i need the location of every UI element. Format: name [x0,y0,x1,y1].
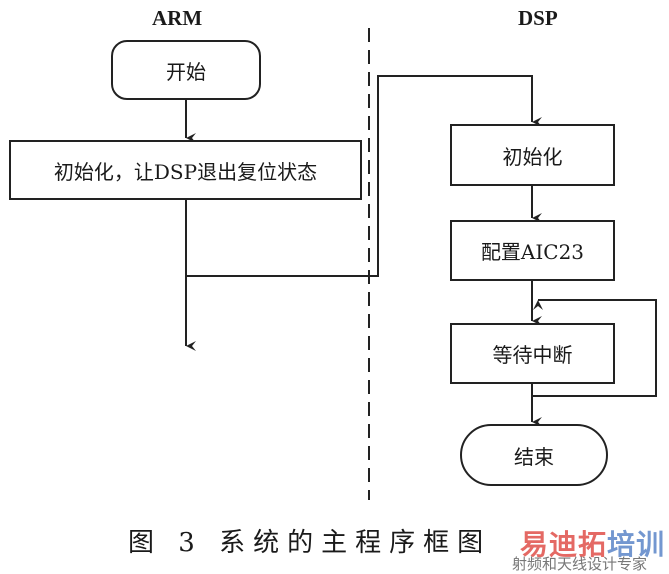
loop-back-line [532,299,657,397]
start-label: 开始 [166,59,206,84]
start-node: 开始 [111,40,261,100]
figure-caption: 图 3 系统的主程序框图 [128,528,492,558]
dsp-init-node: 初始化 [450,124,615,186]
end-node: 结束 [460,424,608,486]
dsp-init-label: 初始化 [502,144,563,169]
watermark-char: 培 [607,528,637,561]
watermark-logo: 易迪拓培训 [520,523,665,563]
end-label: 结束 [514,444,554,469]
watermark-char: 拓 [578,528,608,561]
lane-label-arm: ARM [152,6,203,30]
config-aic23-node: 配置AIC23 [450,220,615,281]
config-label: 配置AIC23 [480,240,585,264]
arm-init-node: 初始化，让DSP退出复位状态 [9,140,362,200]
watermark-char: 易 [520,528,550,561]
watermark-char: 训 [636,528,666,561]
line-arm-to-dsp [186,75,542,277]
watermark-subtitle: 射频和天线设计专家 [512,555,648,573]
wait-interrupt-node: 等待中断 [450,323,615,384]
watermark-char: 迪 [549,528,579,561]
arm-init-label: 初始化，让DSP退出复位状态 [53,159,318,184]
wait-label: 等待中断 [492,343,573,367]
lane-label-dsp: DSP [518,6,558,30]
